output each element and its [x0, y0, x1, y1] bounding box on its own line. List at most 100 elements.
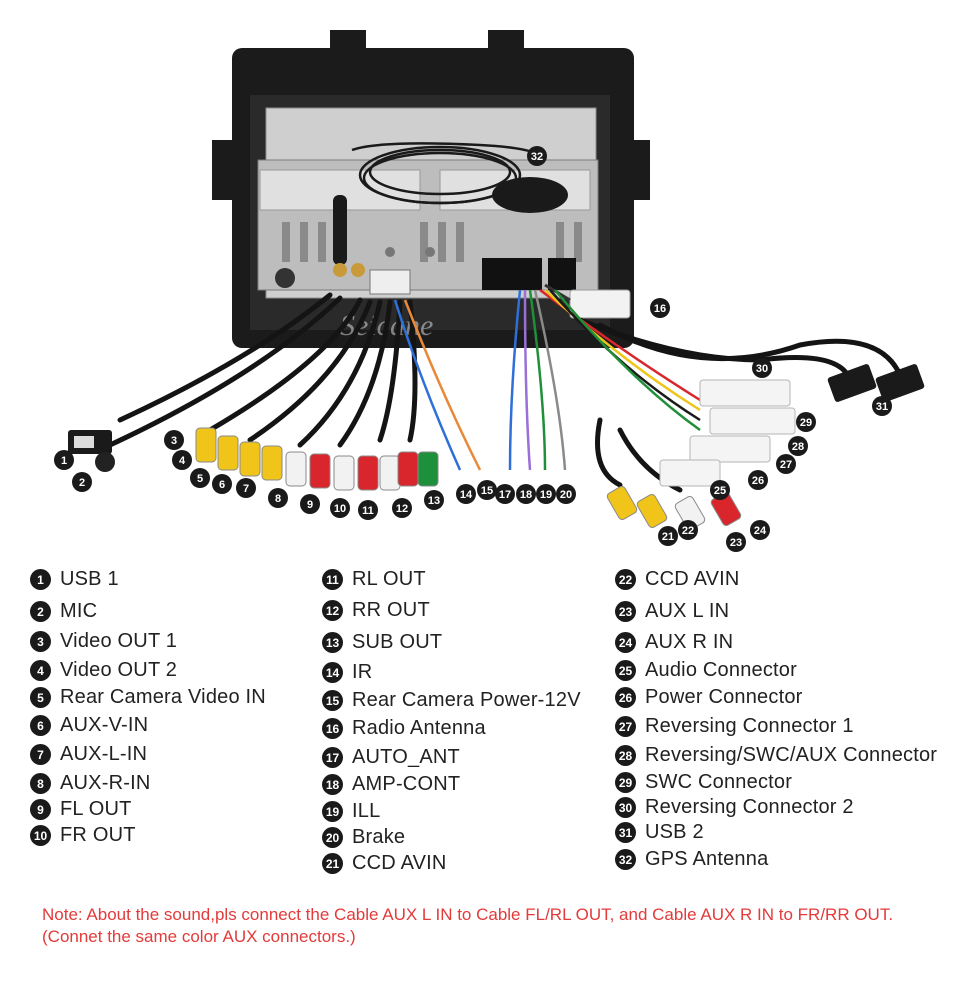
legend-label: IR [352, 661, 373, 683]
svg-text:28: 28 [792, 441, 804, 453]
legend-number-badge: 3 [30, 631, 51, 652]
legend-item: 22 CCD AVIN [615, 568, 740, 591]
svg-text:13: 13 [428, 495, 440, 507]
legend-label: RR OUT [352, 599, 430, 621]
legend-label: AUX R IN [645, 631, 734, 653]
legend-number-badge: 25 [615, 660, 636, 681]
legend-label: AUX-L-IN [60, 743, 148, 765]
svg-text:29: 29 [800, 417, 812, 429]
sound-connection-note: Note: About the sound,pls connect the Ca… [42, 905, 894, 946]
svg-text:30: 30 [756, 363, 768, 375]
svg-text:4: 4 [179, 455, 186, 467]
callout-5: 5 [190, 468, 210, 488]
legend-label: AUTO_ANT [352, 746, 460, 768]
legend-item: 10 FR OUT [30, 824, 136, 847]
callout-30: 30 [752, 358, 772, 378]
legend-item: 4 Video OUT 2 [30, 659, 177, 682]
callout-32: 32 [527, 146, 547, 166]
legend-label: Video OUT 2 [60, 659, 178, 681]
legend-number-badge: 7 [30, 744, 51, 765]
legend-number-badge: 17 [322, 747, 343, 768]
svg-text:17: 17 [499, 489, 511, 501]
legend-number-badge: 14 [322, 662, 343, 683]
svg-text:20: 20 [560, 489, 572, 501]
legend-number-badge: 19 [322, 801, 343, 822]
callout-10: 10 [330, 498, 350, 518]
callout-3: 3 [164, 430, 184, 450]
svg-text:18: 18 [520, 489, 532, 501]
legend-item: 9 FL OUT [30, 798, 132, 821]
legend-label: Brake [352, 826, 406, 848]
svg-text:9: 9 [307, 499, 313, 511]
legend-number-badge: 24 [615, 632, 636, 653]
callout-17: 17 [495, 484, 515, 504]
legend-number-badge: 5 [30, 687, 51, 708]
callout-28: 28 [788, 436, 808, 456]
callout-6: 6 [212, 474, 232, 494]
legend-label: Reversing/SWC/AUX Connector [645, 744, 938, 766]
callout-20: 20 [556, 484, 576, 504]
callout-9: 9 [300, 494, 320, 514]
legend-label: Rear Camera Video IN [60, 686, 266, 708]
legend-label: USB 2 [645, 821, 704, 843]
rca-plugs-left [195, 427, 439, 491]
callout-14: 14 [456, 484, 476, 504]
legend-number-badge: 6 [30, 715, 51, 736]
legend-label: AUX-R-IN [60, 772, 151, 794]
callout-24: 24 [750, 520, 770, 540]
svg-text:6: 6 [219, 479, 225, 491]
legend-number-badge: 26 [615, 687, 636, 708]
callout-2: 2 [72, 472, 92, 492]
svg-text:26: 26 [752, 475, 764, 487]
svg-text:1: 1 [61, 455, 67, 467]
legend-label: FR OUT [60, 824, 136, 846]
legend-number-badge: 9 [30, 799, 51, 820]
svg-text:10: 10 [334, 503, 346, 515]
svg-text:12: 12 [396, 503, 408, 515]
legend-label: Reversing Connector 2 [645, 796, 854, 818]
svg-text:16: 16 [654, 303, 666, 315]
callouts: 1 2 3 4 5 6 7 8 9 10 11 12 13 14 15 16 1… [54, 146, 892, 552]
legend-label: FL OUT [60, 798, 132, 820]
connector-block [659, 379, 796, 487]
legend-item: 14 IR [322, 661, 372, 684]
legend-item: 26 Power Connector [615, 686, 803, 709]
legend-label: AUX-V-IN [60, 714, 149, 736]
callout-31: 31 [872, 396, 892, 416]
svg-text:14: 14 [460, 489, 473, 501]
usb-plugs [68, 364, 925, 472]
legend-item: 24 AUX R IN [615, 631, 733, 654]
callout-8: 8 [268, 488, 288, 508]
legend-number-badge: 10 [30, 825, 51, 846]
svg-text:15: 15 [481, 485, 493, 497]
callout-22: 22 [678, 520, 698, 540]
legend-label: Rear Camera Power-12V [352, 689, 581, 711]
svg-text:7: 7 [243, 483, 249, 495]
legend-number-badge: 4 [30, 660, 51, 681]
legend-label: Power Connector [645, 686, 803, 708]
legend-label: Radio Antenna [352, 717, 486, 739]
legend-label: CCD AVIN [645, 568, 740, 590]
callout-29: 29 [796, 412, 816, 432]
legend-label: SWC Connector [645, 771, 793, 793]
legend-item: 17 AUTO_ANT [322, 746, 460, 769]
head-unit: Seicane [212, 30, 650, 348]
legend-number-badge: 23 [615, 601, 636, 622]
legend-number-badge: 8 [30, 773, 51, 794]
legend-number-badge: 22 [615, 569, 636, 590]
callout-18: 18 [516, 484, 536, 504]
wiring-diagram: Seicane [54, 30, 925, 552]
callout-11: 11 [358, 500, 378, 520]
legend-label: Video OUT 1 [60, 630, 178, 652]
